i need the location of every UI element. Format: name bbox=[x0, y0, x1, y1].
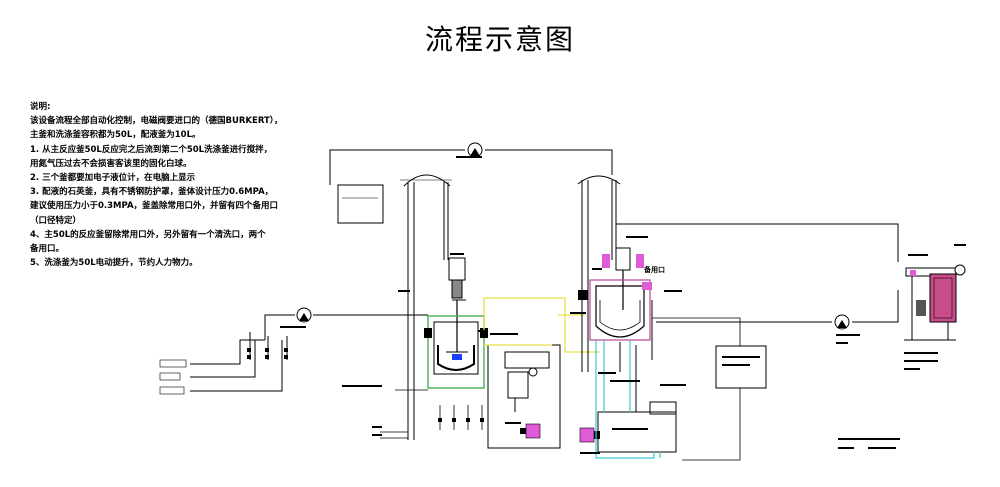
notes-line: 该设备流程全部自动化控制，电磁阀要进口的（德国BURKERT）， bbox=[30, 116, 283, 127]
right-pump-icon bbox=[834, 314, 850, 330]
notes-line: 3. 配液的石英釜，具有不锈钢防护罩，釜体设计压力0.6MPA， bbox=[30, 187, 274, 198]
left-valve-pink-icon bbox=[520, 423, 541, 439]
notes-line: 备用口。 bbox=[30, 244, 65, 255]
right-control-box bbox=[715, 345, 767, 389]
left-lifting-frame bbox=[400, 174, 452, 440]
instrument-box bbox=[337, 184, 384, 224]
yellow-transfer-lines bbox=[483, 297, 600, 353]
centrifuge-unit bbox=[904, 264, 966, 341]
notes-panel: 说明: 该设备流程全部自动化控制，电磁阀要进口的（德国BURKERT）， 主釜和… bbox=[30, 100, 330, 270]
notes-line: 4、主50L的反应釜留除常用口外，另外留有一个清洗口，两个 bbox=[30, 229, 266, 240]
main-reactor-50l bbox=[424, 315, 488, 389]
notes-line: 2. 三个釜都要加电子液位计，在电脑上显示 bbox=[30, 173, 196, 184]
small-label-marks-right bbox=[456, 156, 966, 454]
diagram-title: 流程示意图 bbox=[424, 23, 575, 56]
notes-line: 主釜和洗涤釜容积都为50L，配液釜为10L。 bbox=[30, 130, 201, 141]
notes-line: 用氮气压过去不会损害客该里的固化白球。 bbox=[30, 158, 192, 169]
notes-line: 1. 从主反应釜50L反应完之后流到第二个50L洗涤釜进行搅拌， bbox=[30, 144, 273, 155]
right-agitator-motor bbox=[602, 247, 644, 310]
notes-line: （口径特定） bbox=[30, 215, 82, 226]
inlet-label-boxes bbox=[159, 359, 187, 395]
notes-heading: 说明: bbox=[30, 102, 51, 112]
notes-line: 建议使用压力小于0.3MPA，釜盖除常用口外，并留有四个备用口 bbox=[30, 201, 279, 212]
left-pump-icon bbox=[296, 307, 312, 323]
notes-line: 5、洗涤釜为50L电动提升，节约人力物力。 bbox=[30, 258, 198, 269]
right-transfer-pipe bbox=[616, 223, 899, 323]
small-label-marks bbox=[280, 253, 521, 436]
cyan-cooling-lines bbox=[595, 340, 661, 459]
right-pink-valve-icon bbox=[579, 427, 600, 443]
left-feed-lines bbox=[190, 314, 428, 392]
left-agitator-motor bbox=[448, 257, 466, 352]
spare-port-label: 备用口 bbox=[643, 265, 665, 274]
top-pipe-loop bbox=[329, 149, 613, 185]
washing-reactor-50l bbox=[578, 279, 652, 372]
top-pump-icon bbox=[467, 142, 483, 158]
right-control-wiring bbox=[652, 317, 741, 461]
reactor-bottom-lines bbox=[380, 389, 483, 439]
right-lifting-frame bbox=[577, 175, 621, 372]
